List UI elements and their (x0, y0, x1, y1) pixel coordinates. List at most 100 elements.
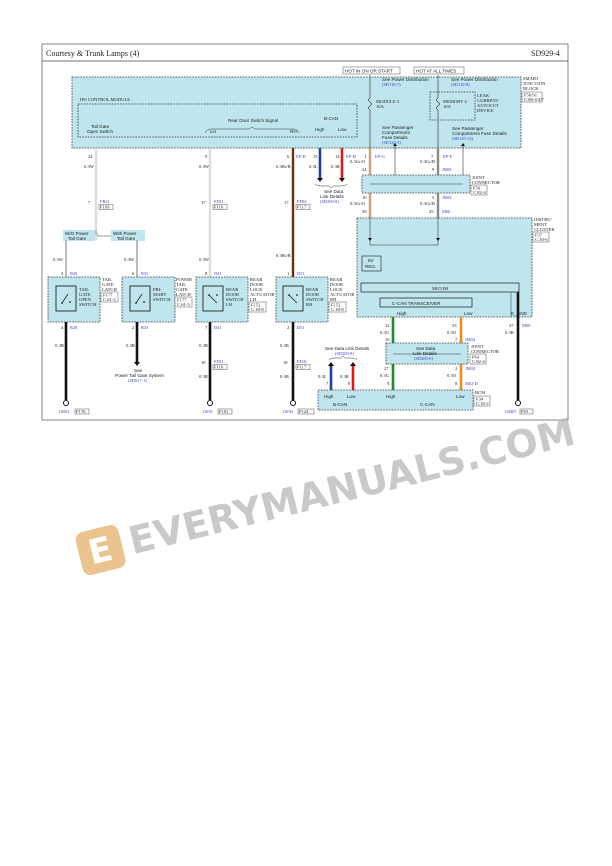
diagram-label: DOOR (250, 282, 264, 287)
ips-module-label: IPS CONTROL MODULE (80, 97, 130, 102)
diagram-label: 0.3B (126, 343, 135, 348)
diagram-label: F152 (251, 303, 261, 308)
diagram-label: B-CAN (333, 402, 347, 407)
fuse-icon (436, 97, 440, 111)
diagram-label: 0.3B (280, 374, 289, 379)
diagram-label: GF01 (203, 409, 213, 414)
diagram-label: R33 (141, 271, 149, 276)
joint-ref: F56 (473, 186, 481, 191)
sjb-name: BLOCK (523, 86, 539, 91)
wire-rear-rh: 6 EP-D 0.3Br/B 17 FD61 F117 (276, 148, 311, 277)
diagram-label: F65 (521, 409, 529, 414)
diagram-label: 1 (364, 154, 367, 159)
diagram-label: SWITCH (226, 297, 244, 302)
diagram-label: High (324, 394, 334, 399)
diagram-label: DOOR (330, 282, 344, 287)
see-data-link-ref[interactable]: (SD200-8) (320, 199, 339, 204)
diagram-label: OPEN (79, 297, 92, 302)
diagram-label: C.18-8 (251, 307, 264, 312)
diagram-label: LH (226, 302, 233, 307)
diagram-label: FD11 (214, 199, 224, 204)
sjb-labels: SMART JUNCTION BLOCK F56/91 C.88-4/4/7 (521, 76, 546, 103)
diagram-label: EP-H (346, 154, 357, 159)
diagram-label: 1 (287, 271, 290, 276)
diagram-label: JM01 (442, 195, 452, 200)
diagram-label: MICOM (432, 286, 448, 291)
diagram-label: LH (250, 297, 257, 302)
diagram-label: CONNECTOR (471, 349, 500, 354)
see-data-link-ref[interactable]: (SD200-8) (335, 351, 354, 356)
diagram-label: F152 (331, 303, 341, 308)
diagram-label: MARY (153, 292, 167, 297)
diagram-label: F116 (214, 205, 224, 210)
diagram-label: See Data (324, 189, 344, 194)
diagram-code: SD929-4 (531, 49, 560, 58)
diagram-label: GF04 (283, 409, 294, 414)
diagram-label: MENT (534, 222, 547, 227)
ips-tailgate-label: Open Switch (87, 129, 113, 134)
diagram-label: 10 (362, 195, 367, 200)
diagram-label: POWER (176, 277, 193, 282)
diagram-label: See Data (416, 346, 436, 351)
diagram-label: F176 (76, 409, 86, 414)
diagram-label: REG. (365, 264, 376, 269)
see-fuse-details: See Passenger (452, 126, 484, 131)
see-data-link-ref[interactable]: (SD200-6) (414, 356, 433, 361)
hot-always-label: HOT AT ALL TIMES (416, 69, 456, 74)
diagram-label: D51 (297, 325, 305, 330)
diagram-label: 18 (283, 360, 288, 365)
see-fuse-details: Fuse Details (382, 135, 408, 140)
diagram-label: 2 (132, 325, 135, 330)
ips-bcan-label: B-CAN (324, 116, 338, 121)
diagram-label: High (386, 394, 396, 399)
switch-icon (129, 285, 151, 312)
diagram-label: REAR (250, 277, 263, 282)
diagram-label: FR21 (100, 199, 110, 204)
diagram-label: LATCH (102, 287, 117, 292)
diagram-label: 0.3B (55, 343, 64, 348)
joint-label: CONNECTOR (472, 180, 501, 185)
option-wo-label: Tail Gate (68, 236, 87, 241)
see-power-distribution-ref[interactable]: (SD110-8) (451, 82, 470, 87)
see-power-distribution-ref[interactable]: (SD110-7) (382, 82, 401, 87)
see-fuse-details-ref[interactable]: (SD120-14) (452, 136, 474, 141)
leak-label: LEAK (477, 93, 490, 98)
ips-rh-label: RH (290, 129, 297, 134)
diagram-label: 7 (431, 154, 434, 159)
diagram-label: 0.3B (280, 343, 289, 348)
ips-tailgate-label: Tail Gate (91, 124, 110, 129)
see-fuse-details: See Passenger (382, 125, 414, 130)
diagram-label: 2 (287, 325, 290, 330)
diagram-label: 7 (88, 200, 91, 205)
diagram-label: 0.3Gr/B (420, 159, 435, 164)
wire-bcan: 15 14 EP-H 0.3L 0.3R See Data Link Detai… (309, 148, 357, 204)
diagram-label: D51 (297, 271, 305, 276)
diagram-label: EP-G (375, 154, 386, 159)
diagram-label: See (134, 368, 143, 373)
fuse-name: MEMORY 2 (443, 99, 467, 104)
diagram-label: D41 (214, 271, 222, 276)
diagram-label: 5 (432, 195, 435, 200)
diagram-label: 32 (385, 323, 390, 328)
sjb-name: JUNCTION (523, 81, 546, 86)
diagram-label: JM01 (442, 167, 452, 172)
diagram-label: 15 (313, 154, 318, 159)
diagram-label: 33 (452, 323, 457, 328)
diagram-label: 5V (368, 258, 375, 263)
diagram-label: F37 (535, 233, 543, 238)
see-fuse-details-ref[interactable]: (SD120-5) (382, 140, 401, 145)
diagram-label: 0.3W (53, 257, 64, 262)
diagram-label: BCM (475, 390, 485, 395)
diagram-label: 17 (284, 200, 289, 205)
diagram-label: 0.3W (84, 164, 95, 169)
diagram-label: GATE (176, 287, 188, 292)
diagram-label: CLUSTER (534, 227, 555, 232)
diagram-label: 0.3G (380, 373, 390, 378)
smart-junction-block (71, 76, 522, 149)
see-power-tailgate-ref[interactable]: (SD817-1) (128, 378, 147, 383)
diagram-label: 0.3Br/B (276, 164, 291, 169)
diagram-label: EP-D (296, 154, 306, 159)
diagram-label: 17 (201, 200, 206, 205)
